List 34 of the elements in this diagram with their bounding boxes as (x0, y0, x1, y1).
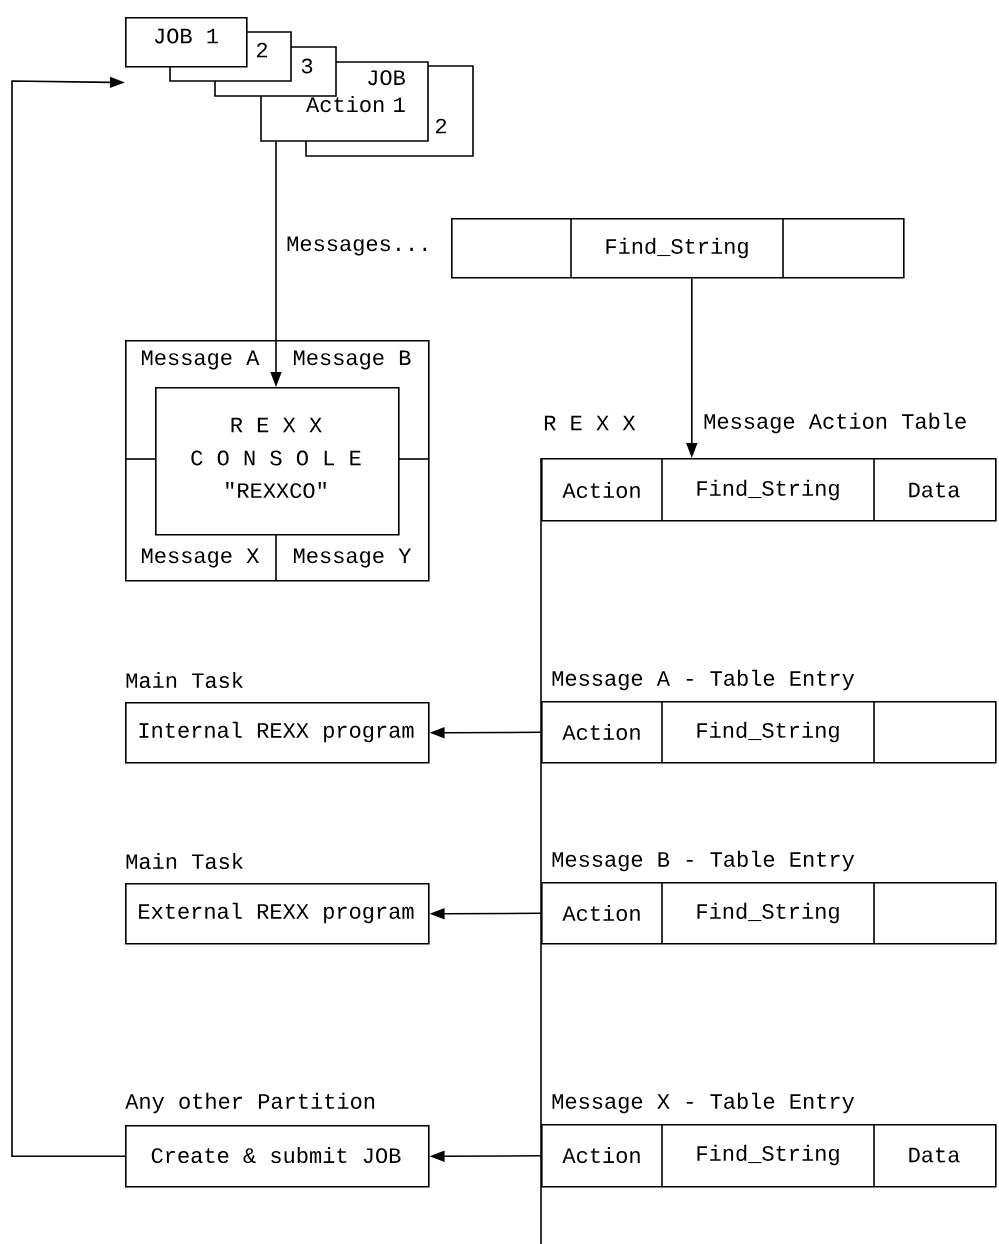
arrow (11, 76, 126, 1158)
node-label: Message B (293, 350, 411, 370)
table-entry-row: Action Find_String (541, 881, 997, 945)
message-label: Messages... (287, 236, 427, 256)
node-label: Find_String (697, 1144, 839, 1166)
message-record: Find_String (451, 217, 905, 279)
heading: R E X X (544, 415, 636, 431)
program-box: Internal REXX program (125, 702, 430, 764)
table-entry-row: Action Find_String Data (541, 1123, 997, 1188)
node-label: Message X (141, 548, 260, 568)
node-label: Data (909, 482, 960, 498)
heading: Main Task (126, 671, 243, 689)
heading: Main Task (126, 852, 243, 870)
node-label: Action (562, 481, 640, 499)
node-label: Find_String (697, 479, 839, 501)
node-label: Action (562, 723, 640, 741)
node-label: Message A (141, 350, 260, 370)
node-label: Action (562, 904, 640, 922)
program-box: Create & submit JOB (125, 1125, 430, 1188)
console-box: R E X X C O N S O L E "REXXCO" (155, 387, 400, 536)
node-label: Find_String (697, 902, 839, 924)
node-label: Data (909, 1147, 960, 1163)
table-entry-row: Action Find_String (541, 700, 997, 764)
program-box: External REXX program (125, 883, 430, 945)
heading: Message A - Table Entry (552, 669, 855, 691)
heading: Message Action Table (704, 412, 966, 434)
job-card: JOB 1 (125, 17, 248, 68)
heading: Message X - Table Entry (552, 1092, 855, 1114)
node-label: Message Y (293, 548, 412, 568)
heading: Message B - Table Entry (552, 850, 855, 872)
heading: Any other Partition (125, 1092, 375, 1114)
node-label: Find_String (697, 721, 839, 743)
table-header-row: Action Find_String Data (541, 457, 997, 522)
node-label: Action (562, 1146, 640, 1164)
